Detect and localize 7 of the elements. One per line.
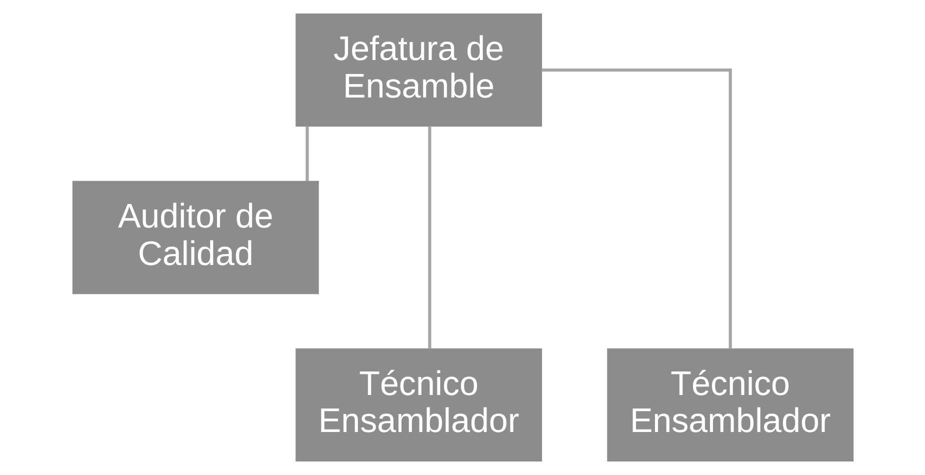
- connector: [305, 126, 308, 182]
- node-box: Técnico Ensamblador: [606, 348, 854, 462]
- connector: [428, 126, 431, 349]
- node-box: Jefatura de Ensamble: [295, 14, 542, 127]
- node-box: Técnico Ensamblador: [295, 348, 542, 462]
- connector: [541, 68, 732, 349]
- node-box: Auditor de Calidad: [72, 180, 318, 294]
